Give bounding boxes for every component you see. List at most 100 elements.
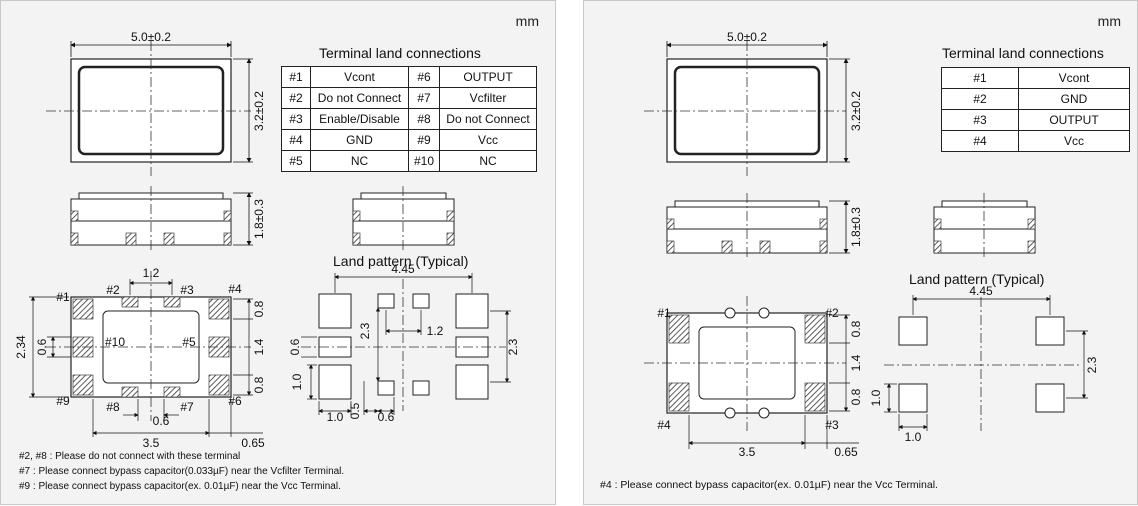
notes: #2, #8 : Please do not connect with thes… <box>19 449 344 494</box>
table-cell: #1 <box>941 67 1019 89</box>
table-cell: Vcc <box>439 129 537 151</box>
table-row: #5 NC #10 NC <box>281 150 537 172</box>
pin-label-4: #4 <box>228 282 242 296</box>
note: #9 : Please connect bypass capacitor(ex.… <box>19 481 341 492</box>
unit-label: mm <box>1097 13 1121 29</box>
table-cell: Enable/Disable <box>310 108 409 130</box>
dim-pitch: 1.2 <box>143 266 160 280</box>
dim-bottom-edge: 0.65 <box>241 436 265 450</box>
table-cell: #2 <box>281 87 311 109</box>
land-height: 2.3 <box>1085 356 1099 373</box>
table-cell: GND <box>1018 88 1130 110</box>
dim-center-h: 1.4 <box>849 354 863 371</box>
table-cell: #6 <box>408 66 440 88</box>
dim-bottom-spacing: 0.6 <box>153 414 170 428</box>
table-cell: NC <box>310 150 409 172</box>
table-cell: #3 <box>941 109 1019 131</box>
pin-label-2: #2 <box>825 306 839 320</box>
end-view <box>352 186 455 251</box>
side-view <box>70 186 253 251</box>
unit-label: mm <box>515 13 539 29</box>
top-view <box>46 41 253 176</box>
pin-label-8: #8 <box>106 400 120 414</box>
table-cell: #2 <box>941 88 1019 110</box>
dim-overall-h: 2.34 <box>14 335 28 359</box>
land-small-w: 0.6 <box>378 410 395 424</box>
land-pad-w: 1.0 <box>327 410 344 424</box>
left-drawing-panel: mm 5.0±0.2 3.2±0.2 <box>0 0 556 505</box>
pin-label-1: #1 <box>56 290 70 304</box>
pin-label-1: #1 <box>657 306 671 320</box>
table-cell: #4 <box>281 129 311 151</box>
pin-label-10: #10 <box>105 335 125 349</box>
land-pitch: 1.2 <box>427 324 444 338</box>
table-cell: Vcfilter <box>439 87 537 109</box>
dim-top-height: 3.2±0.2 <box>849 91 863 131</box>
land-width: 4.45 <box>391 262 415 276</box>
right-drawing-panel: mm 5.0±0.2 3.2±0.2 <box>583 0 1138 505</box>
dim-pad-h: 0.6 <box>35 338 49 355</box>
table-cell: GND <box>310 129 409 151</box>
dim-pad-w-bottom: 0.8 <box>849 388 863 405</box>
note: #4 : Please connect bypass capacitor(ex.… <box>600 479 938 491</box>
land-pad-h2: 1.0 <box>290 373 304 390</box>
table-cell: #8 <box>408 108 440 130</box>
dim-pad-w-bottom: 0.8 <box>252 376 266 393</box>
pin-label-7: #7 <box>180 400 194 414</box>
table-cell: #4 <box>941 130 1019 152</box>
land-pad-h: 0.6 <box>288 338 302 355</box>
table-row: #1 Vcont #6 OUTPUT <box>281 66 537 88</box>
land-pad-h: 1.0 <box>869 389 883 406</box>
top-view <box>644 41 850 176</box>
bottom-view <box>644 296 859 449</box>
dim-top-width: 5.0±0.2 <box>727 30 767 44</box>
table-row: #1 Vcont <box>941 67 1130 89</box>
table-cell: #5 <box>281 150 311 172</box>
table-cell: Vcc <box>1018 130 1130 152</box>
table-row: #2 GND <box>941 88 1130 110</box>
pin-label-2: #2 <box>106 283 120 297</box>
land-height-left: 2.3 <box>358 322 372 339</box>
bottom-view <box>29 271 263 437</box>
table-title: Terminal land connections <box>942 45 1104 61</box>
table-cell: #1 <box>281 66 311 88</box>
end-view <box>933 193 1036 259</box>
land-height-right: 2.3 <box>506 338 520 355</box>
table-row: #3 Enable/Disable #8 Do not Connect <box>281 108 537 130</box>
dim-bottom-len: 3.5 <box>739 445 756 459</box>
dim-bottom-edge: 0.65 <box>834 445 858 459</box>
terminal-table: #1 Vcont #6 OUTPUT #2 Do not Connect #7 … <box>281 66 537 172</box>
dim-side-height: 1.8±0.3 <box>252 199 266 239</box>
table-row: #3 OUTPUT <box>941 109 1130 131</box>
pin-label-5: #5 <box>182 335 196 349</box>
table-cell: Vcont <box>310 66 409 88</box>
table-cell: OUTPUT <box>1018 109 1130 131</box>
table-cell: OUTPUT <box>439 66 537 88</box>
table-cell: #10 <box>408 150 440 172</box>
table-row: #4 GND #9 Vcc <box>281 129 537 151</box>
dim-bottom-len: 3.5 <box>143 436 160 450</box>
dim-top-width: 5.0±0.2 <box>131 30 171 44</box>
land-pattern-title: Land pattern (Typical) <box>333 253 469 269</box>
table-row: #2 Do not Connect #7 Vcfilter <box>281 87 537 109</box>
pin-label-6: #6 <box>228 394 242 408</box>
table-cell: #9 <box>408 129 440 151</box>
land-pattern <box>301 273 511 415</box>
table-title: Terminal land connections <box>319 45 481 61</box>
pin-label-3: #3 <box>180 283 194 297</box>
terminal-table: #1 Vcont #2 GND #3 OUTPUT #4 Vcc <box>941 67 1130 152</box>
dim-pad-w-top: 0.8 <box>849 320 863 337</box>
dim-side-height: 1.8±0.3 <box>849 207 863 247</box>
left-package-drawing: 5.0±0.2 3.2±0.2 1.8±0.3 <box>14 30 520 450</box>
dim-top-height: 3.2±0.2 <box>252 91 266 131</box>
side-view <box>666 193 850 259</box>
dim-pad-w-top: 0.8 <box>252 300 266 317</box>
right-package-drawing: 5.0±0.2 3.2±0.2 1.8±0.3 <box>644 30 1099 459</box>
table-cell: #3 <box>281 108 311 130</box>
table-cell: Do not Connect <box>439 108 537 130</box>
land-pad-w: 1.0 <box>905 430 922 444</box>
table-cell: Do not Connect <box>310 87 409 109</box>
note: #7 : Please connect bypass capacitor(0.0… <box>19 466 345 477</box>
land-pattern-title: Land pattern (Typical) <box>909 271 1045 287</box>
table-cell: NC <box>439 150 537 172</box>
